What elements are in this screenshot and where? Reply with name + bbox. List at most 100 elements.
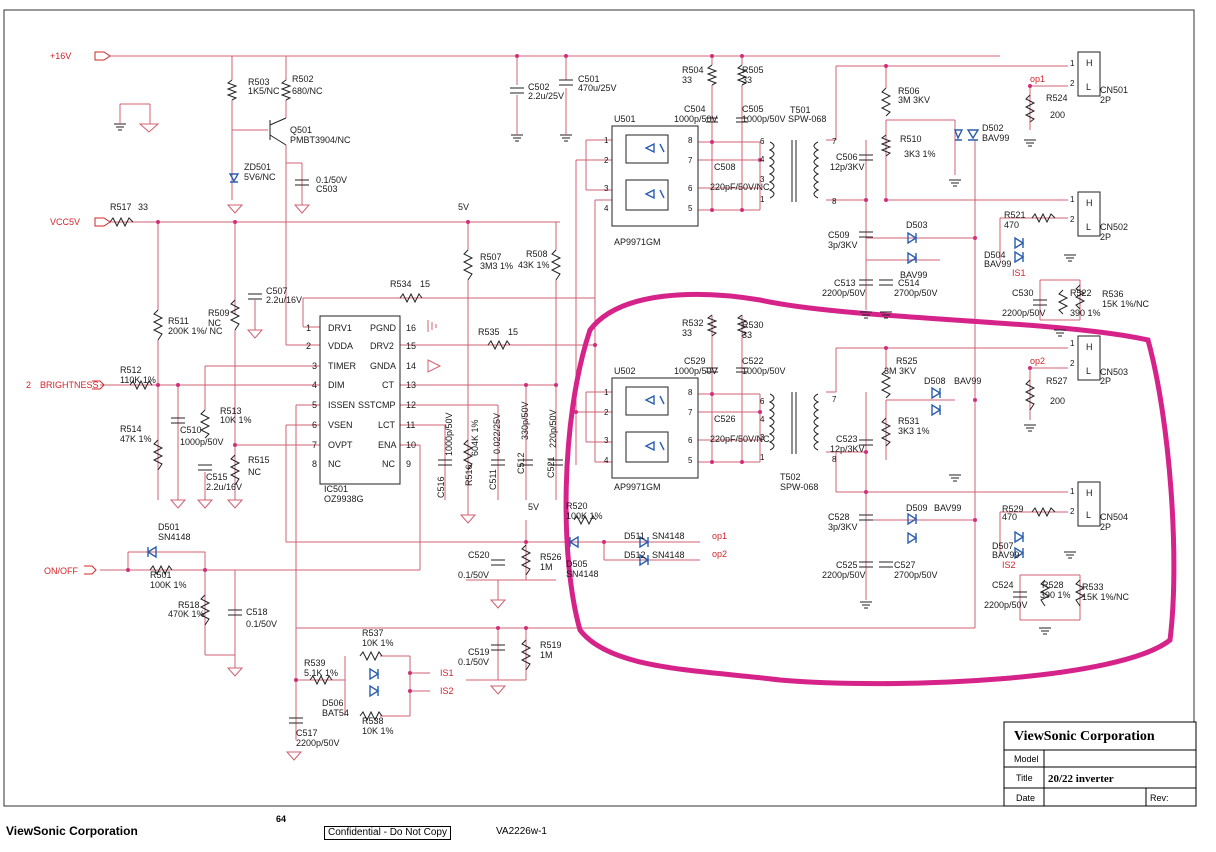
svg-text:SN4148: SN4148 [158, 532, 191, 542]
svg-text:D504: D504 [984, 250, 1006, 260]
svg-text:R528: R528 [1042, 580, 1064, 590]
svg-text:200: 200 [1050, 110, 1065, 120]
svg-text:C508: C508 [714, 162, 736, 172]
svg-text:R512: R512 [120, 365, 142, 375]
svg-text:110K 1%: 110K 1% [120, 375, 156, 385]
net-labels: +16V VCC5V 2 BRIGHTNESS ON/OFF 5V 5V op1… [26, 51, 1045, 696]
svg-text:1: 1 [604, 388, 609, 397]
svg-text:R509: R509 [208, 308, 230, 318]
svg-text:33: 33 [742, 75, 752, 85]
svg-text:2200p/50V: 2200p/50V [296, 738, 340, 748]
svg-text:L: L [1086, 510, 1091, 520]
resistors [109, 64, 1086, 722]
svg-text:H: H [1086, 488, 1093, 498]
svg-text:2.2u/25V: 2.2u/25V [528, 91, 564, 101]
svg-text:2: 2 [1070, 79, 1075, 88]
svg-text:R537: R537 [362, 628, 384, 638]
svg-text:33: 33 [682, 328, 692, 338]
svg-text:6: 6 [760, 137, 765, 146]
svg-text:L: L [1086, 222, 1091, 232]
svg-text:3p/3KV: 3p/3KV [828, 522, 858, 532]
ic-pin-num: 13 [406, 380, 416, 390]
svg-text:R508: R508 [526, 249, 548, 259]
svg-text:ZD501: ZD501 [244, 162, 271, 172]
svg-text:10K 1%: 10K 1% [220, 415, 252, 425]
title-block-title-label: Title [1016, 773, 1033, 783]
svg-text:1000p/50V: 1000p/50V [180, 437, 224, 447]
svg-text:NC: NC [248, 467, 261, 477]
svg-text:3M 3KV: 3M 3KV [898, 95, 930, 105]
svg-text:15K 1%/NC: 15K 1%/NC [1102, 299, 1150, 309]
svg-text:C502: C502 [528, 82, 550, 92]
svg-text:470: 470 [1004, 220, 1019, 230]
svg-text:15: 15 [420, 279, 430, 289]
transformer-t501 [768, 140, 820, 202]
svg-text:2.2u/16V: 2.2u/16V [206, 482, 242, 492]
svg-text:C523: C523 [836, 434, 858, 444]
svg-text:100K 1%: 100K 1% [150, 580, 187, 590]
svg-text:3K3 1%: 3K3 1% [904, 149, 936, 159]
mosfet-part: AP9971GM [614, 237, 661, 247]
svg-text:C526: C526 [714, 414, 736, 424]
svg-text:5.1K 1%: 5.1K 1% [304, 668, 338, 678]
svg-text:3: 3 [604, 184, 609, 193]
svg-text:R539: R539 [304, 658, 326, 668]
svg-text:220pF/50V/NC: 220pF/50V/NC [710, 434, 770, 444]
svg-text:8: 8 [832, 197, 837, 206]
svg-text:C504: C504 [684, 104, 706, 114]
grounds [113, 88, 1077, 761]
svg-text:2P: 2P [1100, 376, 1111, 386]
connector-ref: CN502 [1100, 222, 1128, 232]
net-op1-label: op1 [1030, 74, 1045, 84]
svg-text:2: 2 [1070, 215, 1075, 224]
svg-text:R534: R534 [390, 279, 412, 289]
svg-text:R505: R505 [742, 65, 764, 75]
svg-text:6: 6 [688, 184, 693, 193]
svg-text:1000p/50V: 1000p/50V [742, 114, 786, 124]
title-block-title-value: 20/22 inverter [1048, 773, 1114, 785]
svg-text:33: 33 [742, 330, 752, 340]
svg-text:SN4148: SN4148 [652, 531, 685, 541]
ic-pin-num: 6 [312, 420, 317, 430]
svg-text:R504: R504 [682, 65, 704, 75]
svg-text:R526: R526 [540, 552, 562, 562]
title-block-date-label: Date [1016, 793, 1035, 803]
svg-text:0.1/50V: 0.1/50V [246, 619, 277, 629]
svg-text:680/NC: 680/NC [292, 86, 323, 96]
ic-pin-name: DRV2 [370, 341, 394, 351]
net-is2b-label: IS2 [440, 686, 454, 696]
svg-text:NC: NC [208, 318, 221, 328]
svg-text:R530: R530 [742, 320, 764, 330]
ic-pin-num: 2 [306, 341, 311, 351]
svg-text:4: 4 [604, 204, 609, 213]
svg-text:SN4148: SN4148 [652, 550, 685, 560]
svg-text:604K 1%: 604K 1% [470, 419, 480, 456]
svg-text:3: 3 [604, 436, 609, 445]
net-op2-label: op2 [1030, 356, 1045, 366]
mosfet-u502 [611, 377, 699, 479]
svg-text:SN4148: SN4148 [566, 569, 599, 579]
ic-pin-num: 14 [406, 361, 416, 371]
svg-text:R516: R516 [464, 464, 474, 486]
svg-text:C530: C530 [1012, 288, 1034, 298]
svg-text:C524: C524 [992, 580, 1014, 590]
svg-text:15K 1%/NC: 15K 1%/NC [1082, 592, 1130, 602]
svg-text:3: 3 [760, 433, 765, 442]
ic-pin-name: VSEN [328, 420, 353, 430]
ic-pin-name: ISSEN [328, 400, 355, 410]
svg-text:470: 470 [1002, 512, 1017, 522]
connector-ref: CN504 [1100, 512, 1128, 522]
svg-text:D502: D502 [982, 123, 1004, 133]
ic-pin-name: GNDA [370, 361, 396, 371]
svg-text:R525: R525 [896, 356, 918, 366]
svg-text:470u/25V: 470u/25V [578, 83, 617, 93]
mosfet-ref: U501 [614, 114, 636, 124]
svg-text:33: 33 [682, 75, 692, 85]
svg-text:0.1/50V: 0.1/50V [316, 175, 347, 185]
svg-text:BAV99: BAV99 [982, 133, 1009, 143]
sheet-border [3, 9, 1195, 807]
svg-text:R503: R503 [248, 77, 270, 87]
svg-text:2: 2 [604, 156, 609, 165]
svg-text:10K 1%: 10K 1% [362, 726, 394, 736]
